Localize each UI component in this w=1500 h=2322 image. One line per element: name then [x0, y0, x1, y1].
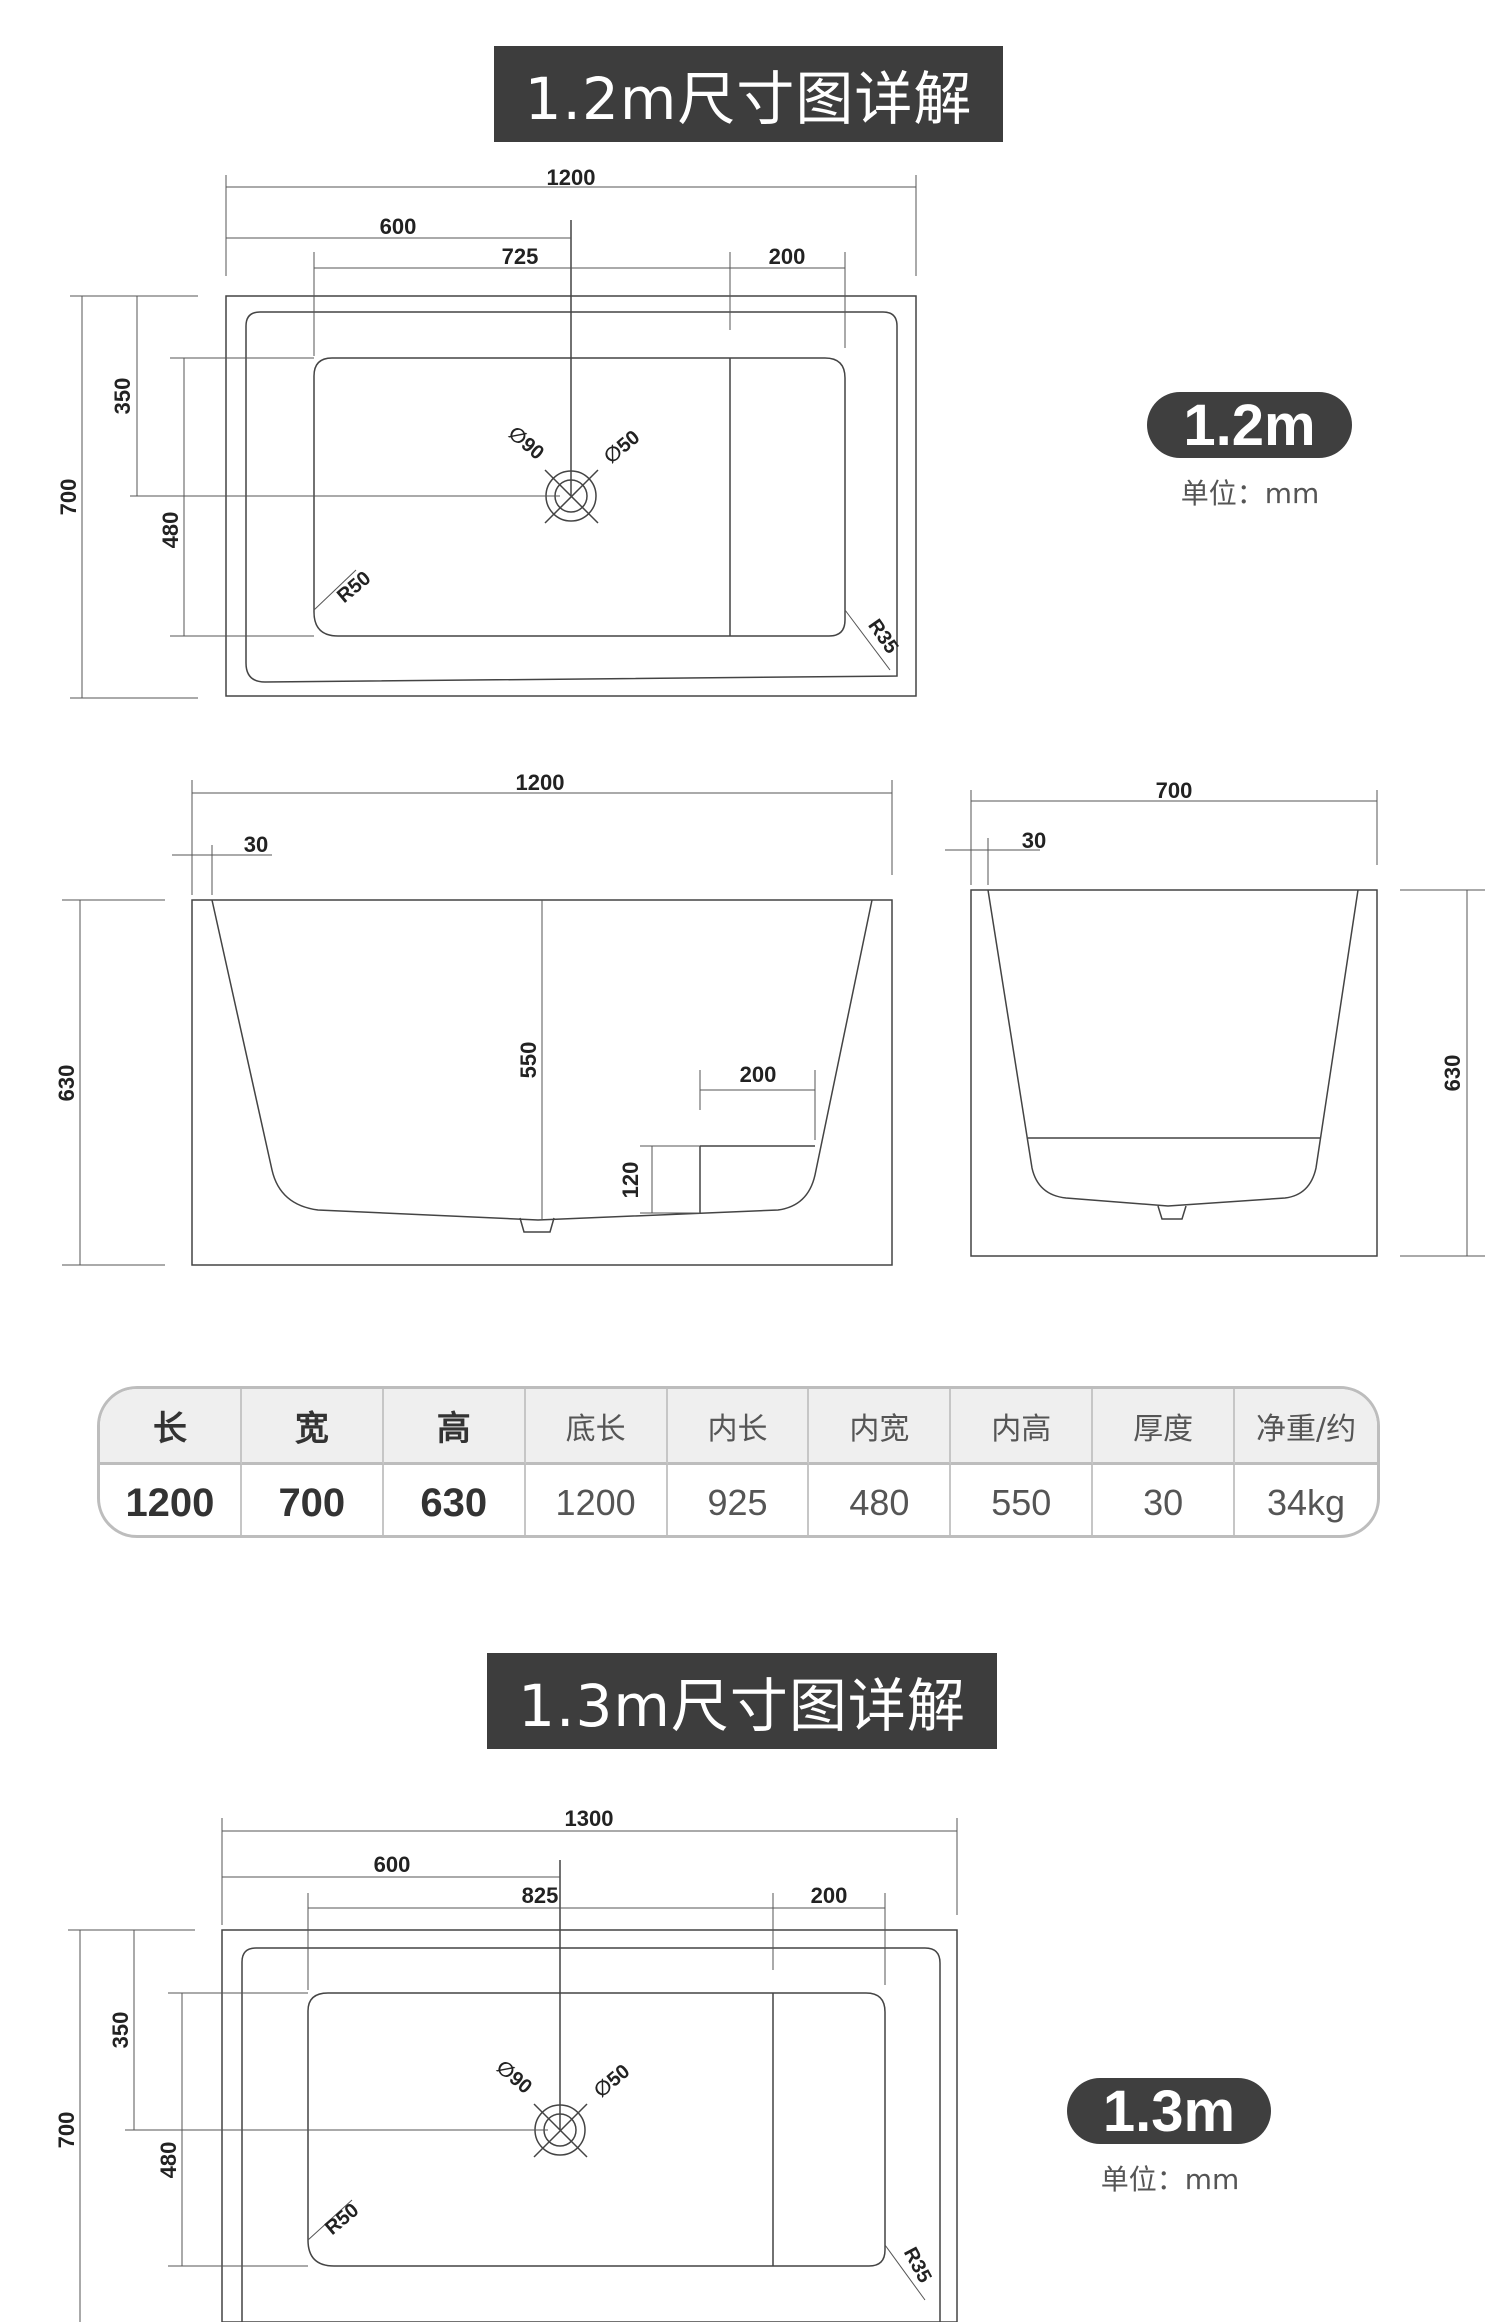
dim-drain-depth-1300: 350 [108, 2012, 133, 2049]
value-length: 1200 [100, 1465, 242, 1535]
header-thickness: 厚度 [1093, 1389, 1236, 1465]
header-inner-height: 内高 [951, 1389, 1094, 1465]
radius-inner-1300: R50 [321, 2199, 363, 2239]
dim-inner-width: 480 [158, 512, 183, 549]
header-bottom-length: 底长 [525, 1389, 668, 1465]
dim-drain-offset-1300: 600 [374, 1852, 411, 1877]
side-view-drawing-700: 700 30 630 [945, 778, 1485, 1257]
front-dim-length: 1200 [516, 770, 565, 795]
side-dim-height: 630 [1440, 1055, 1465, 1092]
unit-label: 单位：mm [1180, 477, 1320, 510]
dim-total-length: 1200 [547, 165, 596, 190]
dim-inner-length: 725 [502, 244, 539, 269]
dim-width-1300: 700 [54, 2112, 79, 2149]
unit-label-2: 单位：mm [1100, 2163, 1240, 2196]
size-badge-1-2m: 1.2m [1147, 392, 1352, 458]
front-view-drawing-1200: 1200 30 630 550 200 120 [54, 770, 893, 1266]
dim-step: 200 [769, 244, 806, 269]
dim-step-1300: 200 [811, 1883, 848, 1908]
dim-drain-outer-1300: ∅90 [492, 2056, 536, 2098]
spec-table: 长 宽 高 底长 内长 内宽 内高 厚度 净重/约 1200 700 630 1… [97, 1386, 1380, 1538]
side-dim-width: 700 [1156, 778, 1193, 803]
section-1-title-banner: 1.2m尺寸图详解 [494, 46, 1003, 142]
header-length: 长 [100, 1389, 242, 1465]
value-width: 700 [242, 1465, 384, 1535]
value-bottom-length: 1200 [526, 1465, 668, 1535]
radius-outer-1300: R35 [899, 2244, 936, 2287]
top-view-drawing-1200: 1200 600 725 200 700 350 480 ∅90 ∅50 R50… [56, 165, 917, 699]
dim-inner-length-1300: 825 [522, 1883, 559, 1908]
dim-total-length-1300: 1300 [565, 1806, 614, 1831]
front-dim-step-height: 120 [618, 1162, 643, 1199]
header-net-weight: 净重/约 [1235, 1389, 1377, 1465]
dim-drain-inner-1300: ∅50 [590, 2060, 634, 2102]
front-dim-inner-height: 550 [516, 1042, 541, 1079]
value-inner-height: 550 [951, 1465, 1094, 1535]
value-inner-length: 925 [668, 1465, 810, 1535]
section-2-title-banner: 1.3m尺寸图详解 [487, 1653, 997, 1749]
header-inner-width: 内宽 [809, 1389, 952, 1465]
front-dim-wall: 30 [244, 832, 268, 857]
header-height: 高 [383, 1389, 526, 1465]
header-width: 宽 [241, 1389, 384, 1465]
dim-width: 700 [56, 479, 81, 516]
dim-drain-depth: 350 [110, 378, 135, 415]
side-dim-wall: 30 [1022, 828, 1046, 853]
value-net-weight: 34kg [1267, 1482, 1346, 1523]
front-dim-step-width: 200 [740, 1062, 777, 1087]
size-badge-1-3m: 1.3m [1067, 2078, 1271, 2144]
header-inner-length: 内长 [667, 1389, 810, 1465]
value-thickness: 30 [1093, 1465, 1236, 1535]
value-inner-width: 480 [809, 1465, 952, 1535]
dim-inner-width-1300: 480 [156, 2142, 181, 2179]
value-height: 630 [384, 1465, 526, 1535]
dim-drain-offset: 600 [380, 214, 417, 239]
front-dim-height: 630 [54, 1065, 79, 1102]
